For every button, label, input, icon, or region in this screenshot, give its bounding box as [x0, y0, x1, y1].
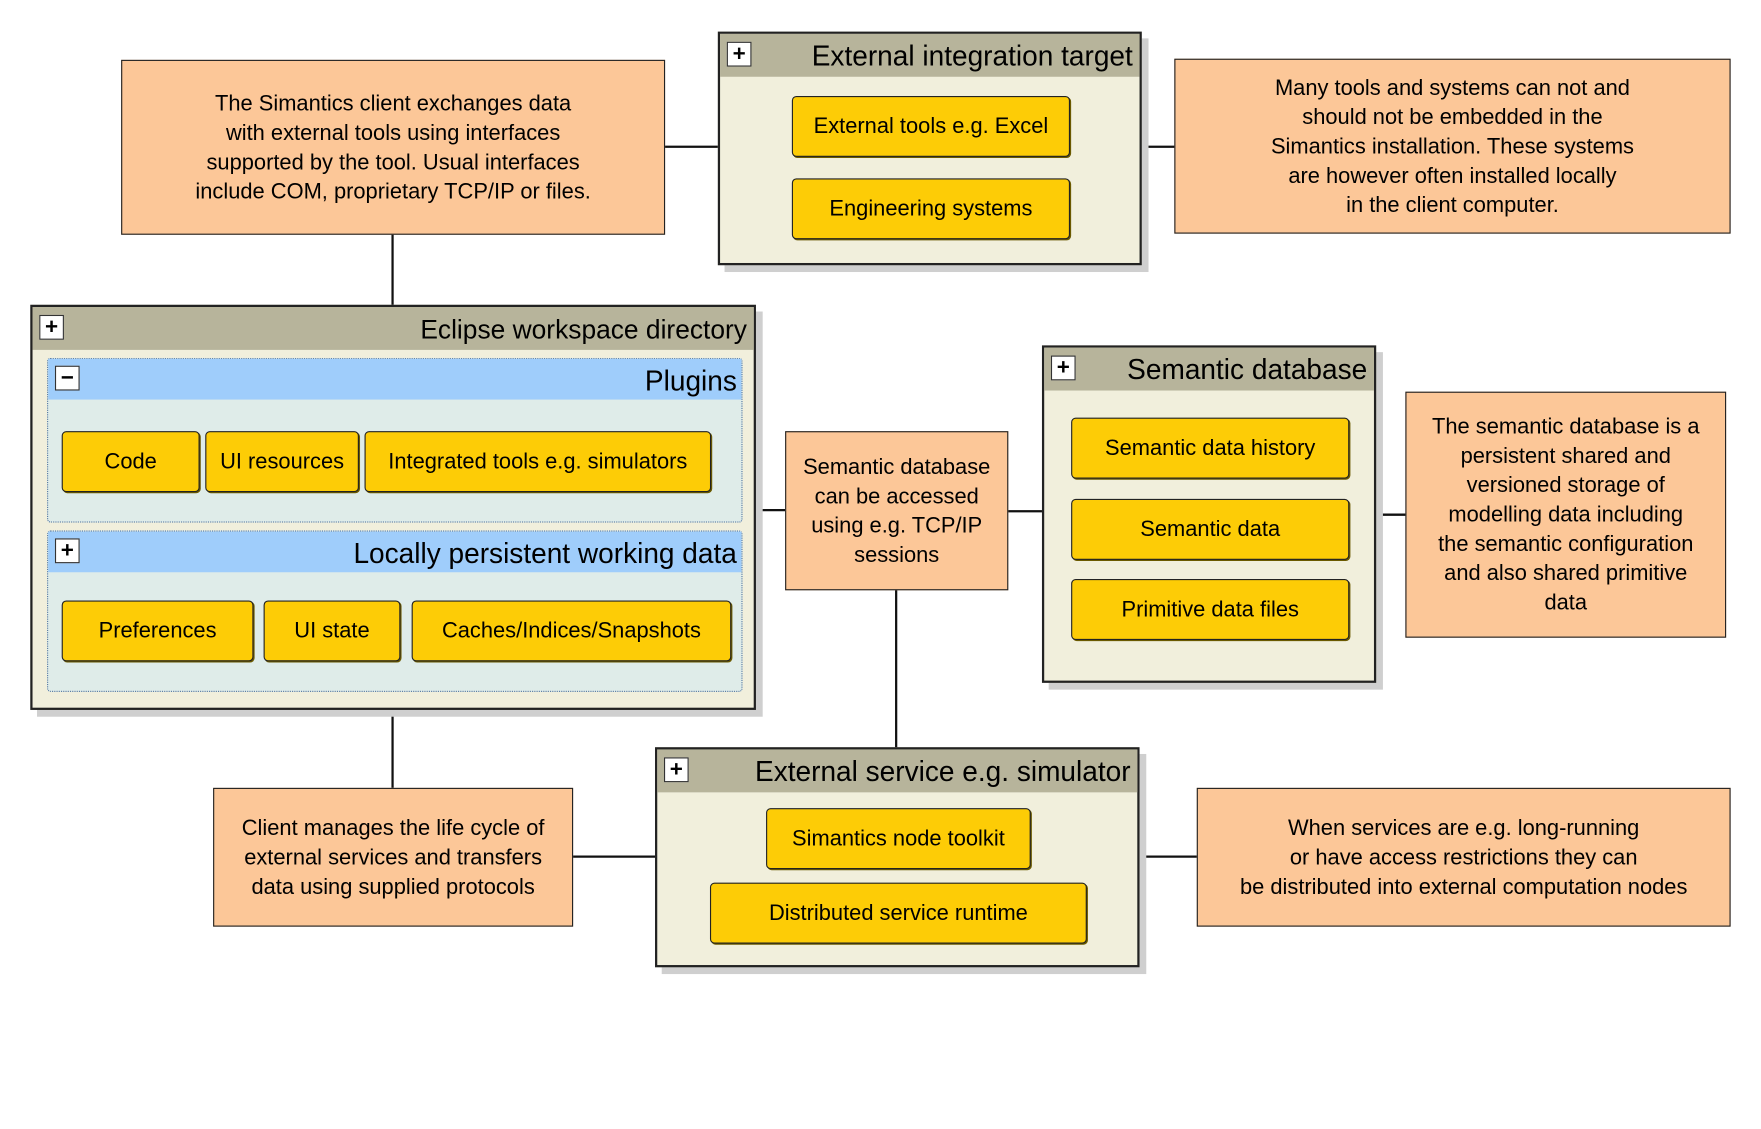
- group-title: External service e.g. simulator: [754, 756, 1131, 788]
- group-external-integration-target: + External integration target External t…: [717, 31, 1142, 266]
- note-client-exchange: The Simantics client exchanges data with…: [121, 59, 666, 235]
- group-header: + External integration target: [720, 33, 1140, 77]
- group-header: + External service e.g. simulator: [657, 749, 1138, 793]
- group-title: External integration target: [811, 40, 1133, 73]
- chip-semantic-data-history[interactable]: Semantic data history: [1071, 417, 1350, 479]
- chip-caches[interactable]: Caches/Indices/Snapshots: [411, 600, 732, 662]
- group-external-service: + External service e.g. simulator Simant…: [655, 747, 1140, 968]
- note-lifecycle: Client manages the life cycle of externa…: [213, 787, 574, 927]
- chip-preferences[interactable]: Preferences: [61, 600, 254, 662]
- subgroup-title: Plugins: [644, 365, 737, 398]
- group-eclipse-workspace: + Eclipse workspace directory − Plugins …: [30, 304, 756, 710]
- group-title: Eclipse workspace directory: [420, 314, 747, 345]
- group-header: + Eclipse workspace directory: [32, 307, 754, 350]
- chip-ui-resources[interactable]: UI resources: [205, 431, 359, 493]
- expand-toggle-icon[interactable]: +: [54, 538, 80, 564]
- note-db-description: The semantic database is a persistent sh…: [1405, 391, 1727, 638]
- chip-primitive-data-files[interactable]: Primitive data files: [1071, 579, 1350, 640]
- group-header: + Semantic database: [1044, 347, 1374, 391]
- expand-toggle-icon[interactable]: +: [39, 314, 64, 340]
- note-db-access: Semantic database can be accessed using …: [785, 431, 1009, 591]
- connector-lines: [391, 145, 1407, 858]
- chip-ui-state[interactable]: UI state: [263, 600, 401, 662]
- chip-distributed-service-runtime[interactable]: Distributed service runtime: [709, 882, 1087, 944]
- group-semantic-database: + Semantic database Semantic data histor…: [1041, 345, 1377, 683]
- collapse-toggle-icon[interactable]: −: [54, 365, 80, 391]
- chip-semantic-data[interactable]: Semantic data: [1071, 498, 1350, 560]
- chip-external-tools[interactable]: External tools e.g. Excel: [791, 95, 1071, 157]
- subgroup-title: Locally persistent working data: [353, 538, 737, 570]
- group-title: Semantic database: [1127, 354, 1368, 387]
- subgroup-header: + Locally persistent working data: [48, 531, 742, 573]
- chip-simantics-node-toolkit[interactable]: Simantics node toolkit: [766, 808, 1031, 870]
- expand-toggle-icon[interactable]: +: [1050, 355, 1076, 381]
- chip-integrated-tools[interactable]: Integrated tools e.g. simulators: [364, 431, 712, 493]
- subgroup-plugins: − Plugins Code UI resources Integrated t…: [47, 357, 743, 523]
- subgroup-header: − Plugins: [48, 358, 742, 400]
- expand-toggle-icon[interactable]: +: [726, 41, 752, 67]
- expand-toggle-icon[interactable]: +: [663, 757, 689, 783]
- note-not-embedded: Many tools and systems can not and shoul…: [1174, 58, 1731, 234]
- subgroup-working-data: + Locally persistent working data Prefer…: [47, 530, 743, 692]
- note-distributed: When services are e.g. long-running or h…: [1196, 787, 1731, 927]
- chip-code[interactable]: Code: [61, 431, 200, 493]
- chip-engineering-systems[interactable]: Engineering systems: [791, 178, 1071, 240]
